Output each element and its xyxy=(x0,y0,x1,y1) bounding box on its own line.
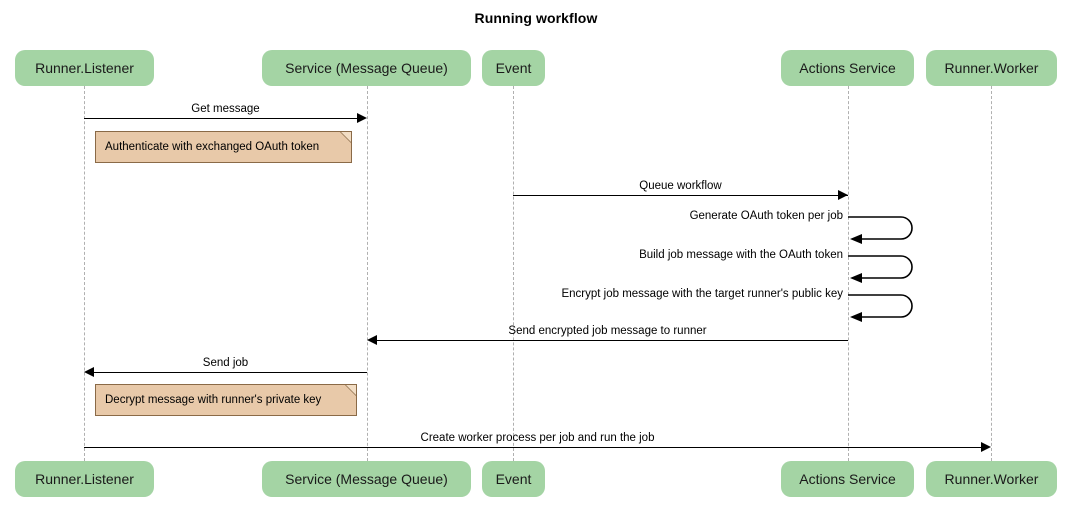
note-fold-fill-icon xyxy=(341,132,351,142)
participant-actions-service-top[interactable]: Actions Service xyxy=(781,50,914,86)
lifeline-event xyxy=(513,86,514,461)
arrow-head-get-message xyxy=(357,113,367,123)
arrow-head-create-worker-process xyxy=(981,442,991,452)
message-label-build-job-message: Build job message with the OAuth token xyxy=(639,249,843,261)
participant-runner-listener-top[interactable]: Runner.Listener xyxy=(15,50,154,86)
note-fold-fill-icon xyxy=(346,385,356,395)
self-loop-encrypt-job-message xyxy=(848,288,928,324)
message-line-queue-workflow xyxy=(513,195,848,196)
message-line-create-worker-process xyxy=(84,447,981,448)
participant-label: Actions Service xyxy=(799,471,896,487)
participant-runner-listener-bottom[interactable]: Runner.Listener xyxy=(15,461,154,497)
participant-runner-worker-top[interactable]: Runner.Worker xyxy=(926,50,1057,86)
participant-label: Runner.Worker xyxy=(944,60,1039,76)
participant-label: Service (Message Queue) xyxy=(285,60,448,76)
participant-service-message-queue-bottom[interactable]: Service (Message Queue) xyxy=(262,461,471,497)
lifeline-actions-service xyxy=(848,86,849,461)
message-line-send-job xyxy=(94,372,367,373)
note-text: Authenticate with exchanged OAuth token xyxy=(105,141,320,153)
note-authenticate: Authenticate with exchanged OAuth token xyxy=(95,131,352,163)
message-label-send-encrypted-job-message: Send encrypted job message to runner xyxy=(508,325,707,337)
message-label-send-job: Send job xyxy=(202,357,249,369)
participant-label: Event xyxy=(495,60,532,76)
participant-label: Runner.Listener xyxy=(35,60,134,76)
lifeline-runner-listener xyxy=(84,86,85,461)
participant-actions-service-bottom[interactable]: Actions Service xyxy=(781,461,914,497)
participant-label: Runner.Worker xyxy=(944,471,1039,487)
arrow-head-send-encrypted-job-message xyxy=(367,335,377,345)
lifeline-runner-worker xyxy=(991,86,992,461)
participant-runner-worker-bottom[interactable]: Runner.Worker xyxy=(926,461,1057,497)
participant-event-bottom[interactable]: Event xyxy=(482,461,545,497)
message-label-generate-oauth-token: Generate OAuth token per job xyxy=(689,210,843,222)
message-line-get-message xyxy=(84,118,357,119)
participant-service-message-queue-top[interactable]: Service (Message Queue) xyxy=(262,50,471,86)
note-text: Decrypt message with runner's private ke… xyxy=(105,394,322,406)
self-loop-generate-oauth-token xyxy=(848,210,928,246)
lifeline-service-message-queue xyxy=(367,86,368,461)
note-decrypt: Decrypt message with runner's private ke… xyxy=(95,384,357,416)
arrow-head-queue-workflow xyxy=(838,190,848,200)
page-title: Running workflow xyxy=(474,10,598,26)
self-loop-build-job-message xyxy=(848,249,928,285)
participant-label: Event xyxy=(495,471,532,487)
participant-label: Service (Message Queue) xyxy=(285,471,448,487)
message-label-get-message: Get message xyxy=(191,103,260,115)
message-line-send-encrypted-job-message xyxy=(377,340,848,341)
message-label-queue-workflow: Queue workflow xyxy=(639,180,722,192)
participant-label: Actions Service xyxy=(799,60,896,76)
participant-label: Runner.Listener xyxy=(35,471,134,487)
participant-event-top[interactable]: Event xyxy=(482,50,545,86)
message-label-create-worker-process: Create worker process per job and run th… xyxy=(420,432,655,444)
arrow-head-send-job xyxy=(84,367,94,377)
message-label-encrypt-job-message: Encrypt job message with the target runn… xyxy=(561,288,843,300)
